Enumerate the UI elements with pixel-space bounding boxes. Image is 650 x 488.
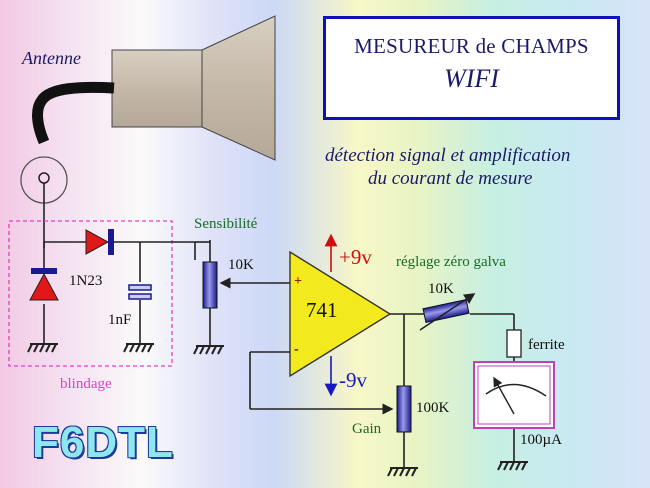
detector-wires: [43, 240, 211, 346]
description-line-2: du courant de mesure: [368, 168, 533, 189]
ferrite-bead: [506, 329, 522, 358]
sensitivity-label: Sensibilité: [194, 216, 258, 232]
callsign: F6DTL: [32, 418, 174, 467]
antenna-label: Antenne: [22, 48, 81, 68]
description-line-1: détection signal et amplification: [325, 145, 571, 166]
potentiometer-gain: [396, 385, 412, 433]
opamp-741: [289, 233, 392, 397]
pot-zero-value: 10K: [428, 281, 454, 297]
meter-100ua: [473, 361, 555, 429]
title-box: MESUREUR de CHAMPS WIFI: [323, 16, 620, 120]
antenna-loop: [20, 156, 68, 248]
horn-antenna: [32, 15, 276, 161]
opamp-minus-input: -: [294, 342, 299, 357]
shielding-label: blindage: [60, 376, 112, 392]
title-line-1: MESUREUR de CHAMPS: [354, 34, 589, 58]
ground-icon: [27, 343, 528, 477]
ferrite-label: ferrite: [528, 337, 565, 353]
title-line-2: WIFI: [444, 64, 499, 93]
output-wires: [249, 313, 515, 468]
diode-1n23: [29, 268, 59, 301]
potentiometer-zero: [419, 293, 476, 331]
gain-label: Gain: [352, 421, 382, 437]
pot-gain-value: 100K: [416, 400, 450, 416]
capacitor-label: 1nF: [108, 312, 132, 328]
plus-supply-label: +9v: [339, 245, 372, 269]
diode-label: 1N23: [69, 273, 103, 289]
meter-label: 100µA: [520, 432, 562, 448]
pot-sensitivity-value: 10K: [228, 257, 254, 273]
zero-adjust-label: réglage zéro galva: [396, 254, 506, 270]
capacitor-1nf: [128, 284, 152, 300]
opamp-label: 741: [306, 298, 338, 322]
potentiometer-sensitivity: [202, 261, 290, 309]
opamp-plus-input: +: [294, 274, 302, 289]
minus-supply-label: -9v: [339, 368, 367, 392]
diode-signal: [85, 229, 114, 255]
